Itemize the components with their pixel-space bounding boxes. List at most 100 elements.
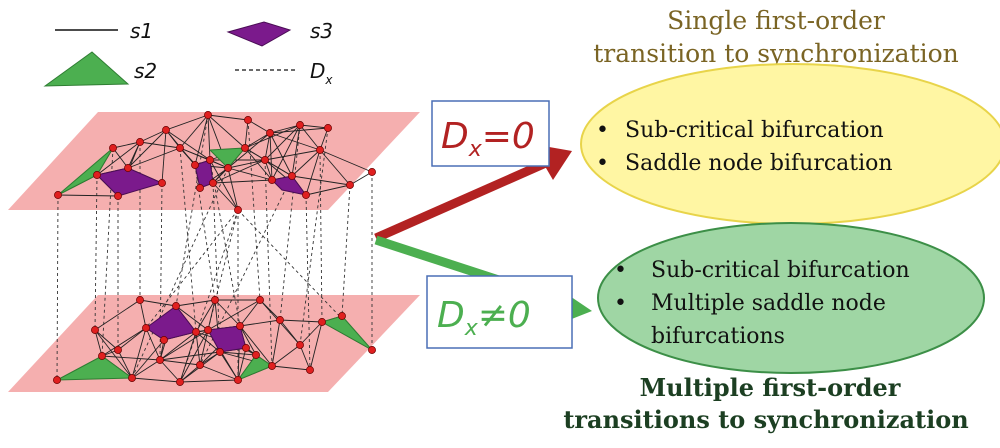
top-layer-node <box>206 156 214 164</box>
legend-s2-label: s2 <box>134 59 157 83</box>
bottom-layer-edge <box>179 331 197 383</box>
bottom-layer-edge <box>117 349 133 379</box>
bottom-layer-node <box>172 302 180 310</box>
top-layer-edge <box>264 124 301 161</box>
bottom-layer-edge <box>179 364 201 383</box>
bottom-layer-edge <box>159 359 181 383</box>
top-layer-node <box>302 191 310 199</box>
bottom-layer-node <box>216 348 224 356</box>
bottom-layer-node <box>306 366 314 374</box>
green-bullet-2-marker: • <box>614 291 627 316</box>
top-layer-edge <box>244 119 249 149</box>
interlayer-link <box>209 159 241 327</box>
interlayer-link <box>56 194 59 381</box>
yellow-bullet-1-marker: • <box>596 118 609 143</box>
bottom-title-line2: transitions to synchronization <box>563 405 968 434</box>
top-layer-node <box>176 144 184 152</box>
top-layer-edge <box>227 159 266 169</box>
top-layer-edge <box>291 124 301 177</box>
bottom-layer-node <box>276 316 284 324</box>
interlayer-link <box>94 174 98 331</box>
bottom-layer-edge <box>239 299 261 327</box>
bottom-layer-edge <box>159 351 221 361</box>
top-layer-node <box>209 179 217 187</box>
bottom-layer-node <box>368 346 376 354</box>
interlayer-link <box>341 184 351 317</box>
legend: s1 s2 s3 Dx <box>43 19 333 87</box>
bottom-layer-node <box>142 324 150 332</box>
bottom-layer-edge <box>145 327 161 361</box>
yellow-bullet-2: Saddle node bifurcation <box>625 151 893 176</box>
bottom-layer-edge <box>94 299 141 331</box>
top-layer-edge <box>264 149 321 161</box>
interlayer-link <box>145 209 239 329</box>
top-layer-edge <box>209 159 239 211</box>
bottom-layer-node <box>53 376 61 384</box>
label-dx-nonzero: Dx≠0 <box>437 295 531 341</box>
bottom-layer-node <box>236 322 244 330</box>
top-layer-edge <box>299 124 329 129</box>
label-box-dx-nonzero: Dx≠0 <box>426 275 573 349</box>
interlayer-link <box>194 164 216 301</box>
bottom-layer-node <box>318 318 326 326</box>
top-layer-edge <box>207 114 249 121</box>
bottom-layer-node <box>338 312 346 320</box>
bottom-layer-edge <box>131 327 147 379</box>
bottom-layer-edge <box>159 331 197 361</box>
top-layer-edge <box>179 147 229 169</box>
bottom-layer-edge <box>309 321 323 371</box>
bottom-layer-edge <box>219 351 257 356</box>
bottom-layer-nodes <box>53 296 376 386</box>
top-layer-node <box>266 129 274 137</box>
bottom-layer-edge <box>239 319 281 327</box>
interlayer-link <box>179 209 239 383</box>
top-layer-edge <box>96 141 141 176</box>
top-layer-edge <box>244 124 301 149</box>
bottom-layer-edge <box>131 359 161 379</box>
bottom-layer-node <box>296 341 304 349</box>
top-layer-node <box>204 111 212 119</box>
top-layer-node <box>93 171 101 179</box>
bottom-layer-edge <box>299 344 311 371</box>
bottom-layer-edge <box>207 299 261 331</box>
bottom-layer-edge <box>131 339 165 379</box>
green-bullet-1: Sub-critical bifurcation <box>651 258 910 283</box>
bottom-layer-edge <box>139 299 147 329</box>
bottom-layer-edge <box>237 347 247 381</box>
legend-s2-triangle <box>43 51 130 87</box>
bottom-layer-edge <box>195 299 216 333</box>
top-layer-edge <box>349 171 373 186</box>
top-layer-edge <box>179 114 209 149</box>
top-layer-node <box>158 179 166 187</box>
top-layer-node <box>54 191 62 199</box>
bottom-layer-node <box>128 374 136 382</box>
label-box-dx-nonzero-frame <box>426 275 573 349</box>
bottom-triangle-s2 <box>320 315 373 351</box>
top-layer-edge <box>247 119 271 134</box>
legend-s1-label: s1 <box>130 19 153 43</box>
bottom-layer-node <box>252 351 260 359</box>
top-layer-edge <box>212 182 239 211</box>
top-layer-edge <box>194 114 209 166</box>
top-layer-edge <box>244 147 273 181</box>
bottom-layer-node <box>114 346 122 354</box>
top-layer-node <box>162 126 170 134</box>
bottom-layer-node <box>98 352 106 360</box>
top-layer-edge <box>269 132 293 177</box>
arrow-dx-zero-shaft <box>374 157 550 243</box>
top-layer-edge <box>127 147 181 169</box>
bottom-layer-node <box>156 356 164 364</box>
label-box-dx-zero-frame <box>431 100 550 167</box>
top-layer-edge <box>112 147 129 169</box>
top-layer-node <box>124 164 132 172</box>
top-layer-node <box>368 168 376 176</box>
top-layer-simplices <box>57 147 308 197</box>
green-bullet-2: Multiple saddle node <box>651 291 886 316</box>
top-layer-edge <box>244 132 271 149</box>
top-layer-edge <box>165 129 211 161</box>
bottom-layer-node <box>268 362 276 370</box>
bottom-layer-node <box>196 361 204 369</box>
top-layer-node <box>114 192 122 200</box>
top-layer-edge <box>291 175 351 186</box>
